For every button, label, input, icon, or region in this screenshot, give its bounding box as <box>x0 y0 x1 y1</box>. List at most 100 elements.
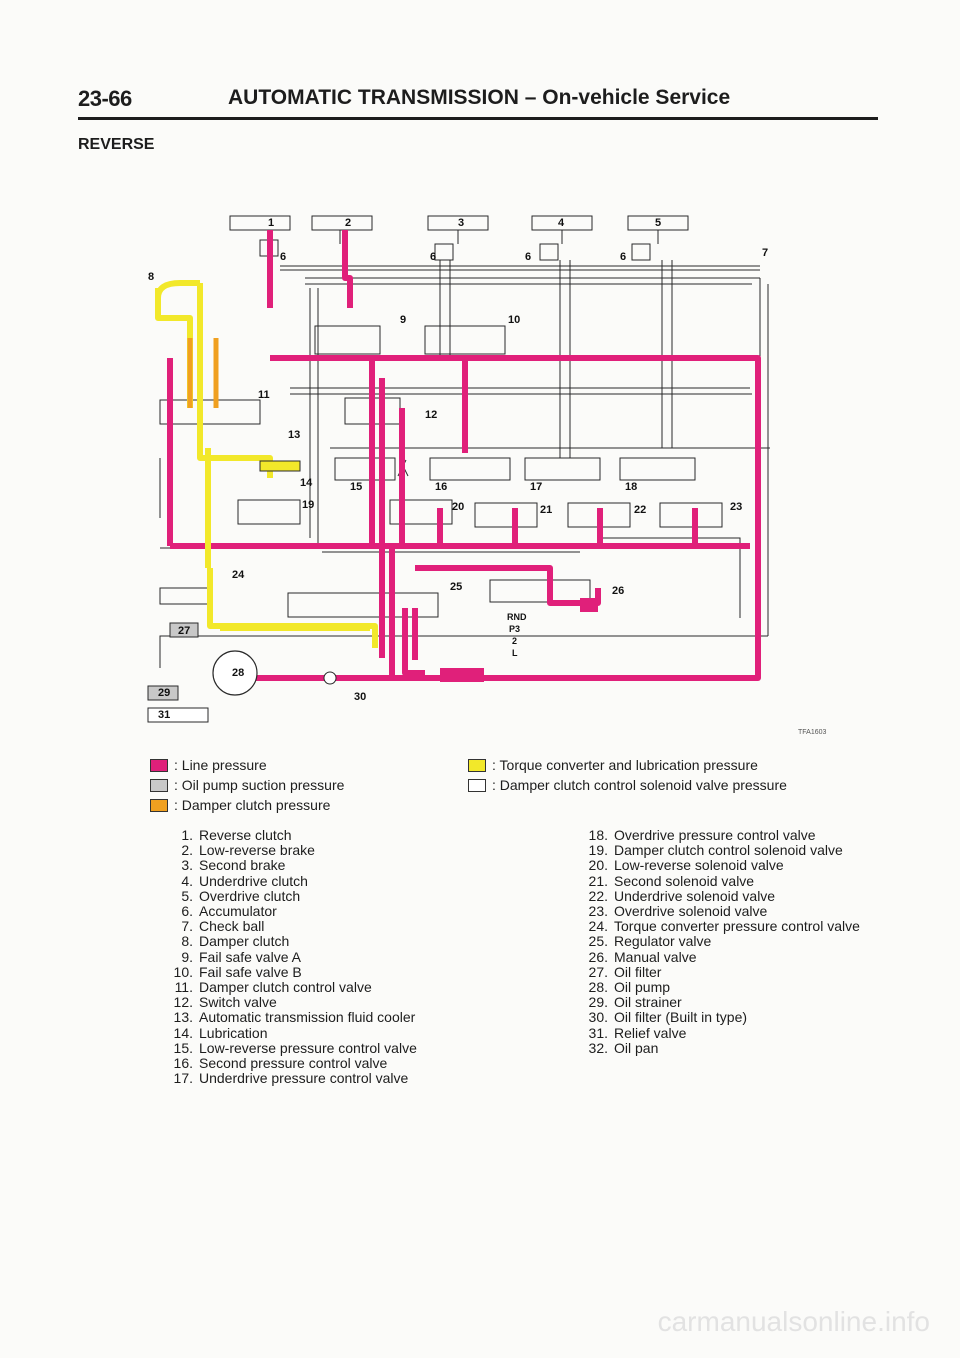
callout-16: 13 <box>288 429 300 441</box>
part-name: Underdrive solenoid valve <box>614 887 776 904</box>
part-list-item: 24.Torque converter pressure control val… <box>580 919 874 934</box>
legend-item: : Line pressure <box>150 757 267 773</box>
callout-33: 30 <box>354 691 366 703</box>
part-list-item: 31.Relief valve <box>580 1025 874 1041</box>
shift-position-label: P3 <box>509 624 520 634</box>
page-number: 23-66 <box>78 86 132 111</box>
part-number: 20. <box>588 857 608 874</box>
clutch-box-2 <box>311 215 373 231</box>
callout-22: 19 <box>302 499 314 511</box>
part-list-item: 20. Low-reverse solenoid valve <box>580 858 874 873</box>
part-name: Second pressure control valve <box>199 1055 388 1072</box>
header-rule <box>78 117 878 120</box>
part-list-item: 3.Second brake <box>165 858 459 873</box>
part-list-item: 30.Oil filter (Built in type) <box>580 1010 874 1025</box>
part-name: Oil strainer <box>614 994 682 1011</box>
part-name: Low-reverse solenoid valve <box>614 857 784 874</box>
callout-25: 22 <box>634 504 646 516</box>
part-list-item: 2.Low-reverse brake <box>165 843 459 858</box>
part-name: Automatic transmission fluid cooler <box>199 1009 416 1026</box>
page-header: 23-66 AUTOMATIC TRANSMISSION – On-vehicl… <box>78 86 730 112</box>
part-name: Torque converter pressure control valve <box>614 918 860 935</box>
part-name: Oil filter <box>614 963 662 980</box>
callout-31: 28 <box>232 667 244 679</box>
part-name: Regulator valve <box>614 933 712 950</box>
part-number: 12. <box>173 994 193 1011</box>
shift-position-label: RND <box>507 612 527 622</box>
part-list-item: 7.Check ball <box>165 919 459 934</box>
part-number: 5. <box>181 887 193 904</box>
callout-30: 27 <box>178 625 190 637</box>
part-list-item: 15.Low-reverse pressure control valve <box>165 1039 459 1056</box>
legend-label: : Torque converter and lubrication press… <box>492 757 758 773</box>
legend-swatch <box>468 778 486 792</box>
section-title: REVERSE <box>78 136 155 153</box>
callout-1: 1 <box>268 217 274 229</box>
legend-label: : Line pressure <box>174 757 267 773</box>
callout-5: 5 <box>655 217 661 229</box>
part-list-item: 28.Oil pump <box>580 979 874 996</box>
callout-29: 26 <box>612 585 624 597</box>
lubrication-block <box>259 460 301 472</box>
part-number: 1. <box>181 827 193 843</box>
part-name: Underdrive clutch <box>199 872 308 889</box>
part-list-item: 4.Underdrive clutch <box>165 872 459 889</box>
part-name: Low-reverse brake <box>199 842 315 859</box>
legend-item: : Damper clutch control solenoid valve p… <box>468 777 787 793</box>
part-list-item: 12. Switch valve <box>165 995 459 1010</box>
part-number: 7. <box>181 918 193 935</box>
part-number: 15. <box>173 1039 193 1056</box>
callout-7: 6 <box>430 251 436 263</box>
part-list-item: 13. Automatic transmission fluid cooler <box>165 1010 459 1025</box>
part-number: 22. <box>588 887 608 904</box>
part-name: Switch valve <box>199 994 277 1011</box>
part-list-item: 17.Underdrive pressure control valve <box>165 1071 459 1086</box>
relief-valve-symbol <box>323 671 337 685</box>
part-list-item: 25.Regulator valve <box>580 934 874 949</box>
valve-body-10 <box>424 325 506 355</box>
part-number: 10. <box>173 963 193 980</box>
page-title: AUTOMATIC TRANSMISSION – On-vehicle Serv… <box>228 86 731 109</box>
part-list-item: 10.Fail safe valve B <box>165 963 459 980</box>
callout-9: 6 <box>620 251 626 263</box>
part-name: Overdrive clutch <box>199 887 301 904</box>
legend-label: : Oil pump suction pressure <box>174 777 345 793</box>
part-list-item: 21.Second solenoid valve <box>580 873 874 889</box>
oil-filter-block <box>147 685 179 701</box>
callout-23: 20 <box>452 501 464 513</box>
regulator-valve-body <box>287 592 439 618</box>
part-list-item: 32.Oil pan <box>580 1039 874 1056</box>
callout-24: 21 <box>540 504 552 516</box>
callout-3: 3 <box>458 217 464 229</box>
callout-11: 8 <box>148 271 154 283</box>
valve-body-9 <box>314 325 381 355</box>
legend-label: : Damper clutch control solenoid valve p… <box>492 777 787 793</box>
callout-12: 9 <box>400 314 406 326</box>
part-name: Damper clutch control solenoid valve <box>614 842 843 859</box>
valve-body-17 <box>524 457 601 481</box>
part-number: 6. <box>181 903 193 920</box>
manual-valve-spool <box>580 598 598 612</box>
part-name: Oil pump <box>614 979 671 996</box>
legend-item: : Oil pump suction pressure <box>150 777 344 793</box>
part-list-item: 16.Second pressure control valve <box>165 1055 459 1072</box>
legend-swatch <box>468 758 486 772</box>
part-name: Underdrive pressure control valve <box>199 1070 409 1087</box>
callout-21: 18 <box>625 481 637 493</box>
callout-32: 29 <box>158 687 170 699</box>
torque-converter-circuit <box>155 280 378 648</box>
solenoid-20 <box>389 499 453 525</box>
callout-2: 2 <box>345 217 351 229</box>
part-number: 32. <box>588 1039 608 1056</box>
callout-14: 11 <box>258 389 270 401</box>
callout-20: 17 <box>530 481 542 493</box>
part-number: 29. <box>588 994 608 1011</box>
part-name: Damper clutch <box>199 933 290 950</box>
line-pressure-circuit <box>167 230 761 681</box>
part-name: Accumulator <box>199 903 277 920</box>
callout-34: 31 <box>158 709 170 721</box>
part-number: 13. <box>173 1009 193 1026</box>
oil-pan-box <box>147 707 209 723</box>
solenoid-21 <box>474 502 538 528</box>
